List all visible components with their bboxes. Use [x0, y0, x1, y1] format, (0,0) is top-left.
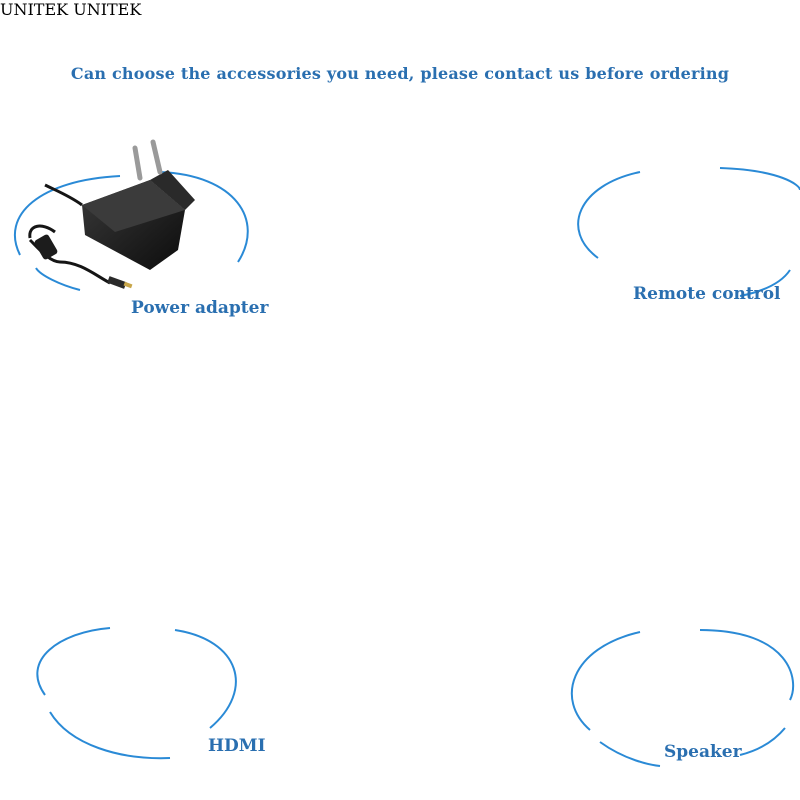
power-adapter-image [28, 139, 195, 289]
ellipse-remote [577, 167, 800, 297]
hdmi-connector-brand-left: UNITEK [0, 0, 69, 19]
power-adapter-label: Power adapter [131, 298, 269, 318]
hdmi-label: HDMI [208, 736, 266, 756]
speaker-label: Speaker [664, 742, 742, 762]
hdmi-connector-brand-right: UNITEK [73, 0, 142, 19]
ellipse-power [14, 171, 249, 291]
ellipse-hdmi [36, 627, 237, 760]
banner-text: Can choose the accessories you need, ple… [70, 64, 730, 83]
remote-control-label: Remote control [633, 284, 781, 304]
ellipse-speaker [570, 629, 794, 767]
hdmi-cable-image: UNITEK UNITEK [0, 0, 141, 19]
